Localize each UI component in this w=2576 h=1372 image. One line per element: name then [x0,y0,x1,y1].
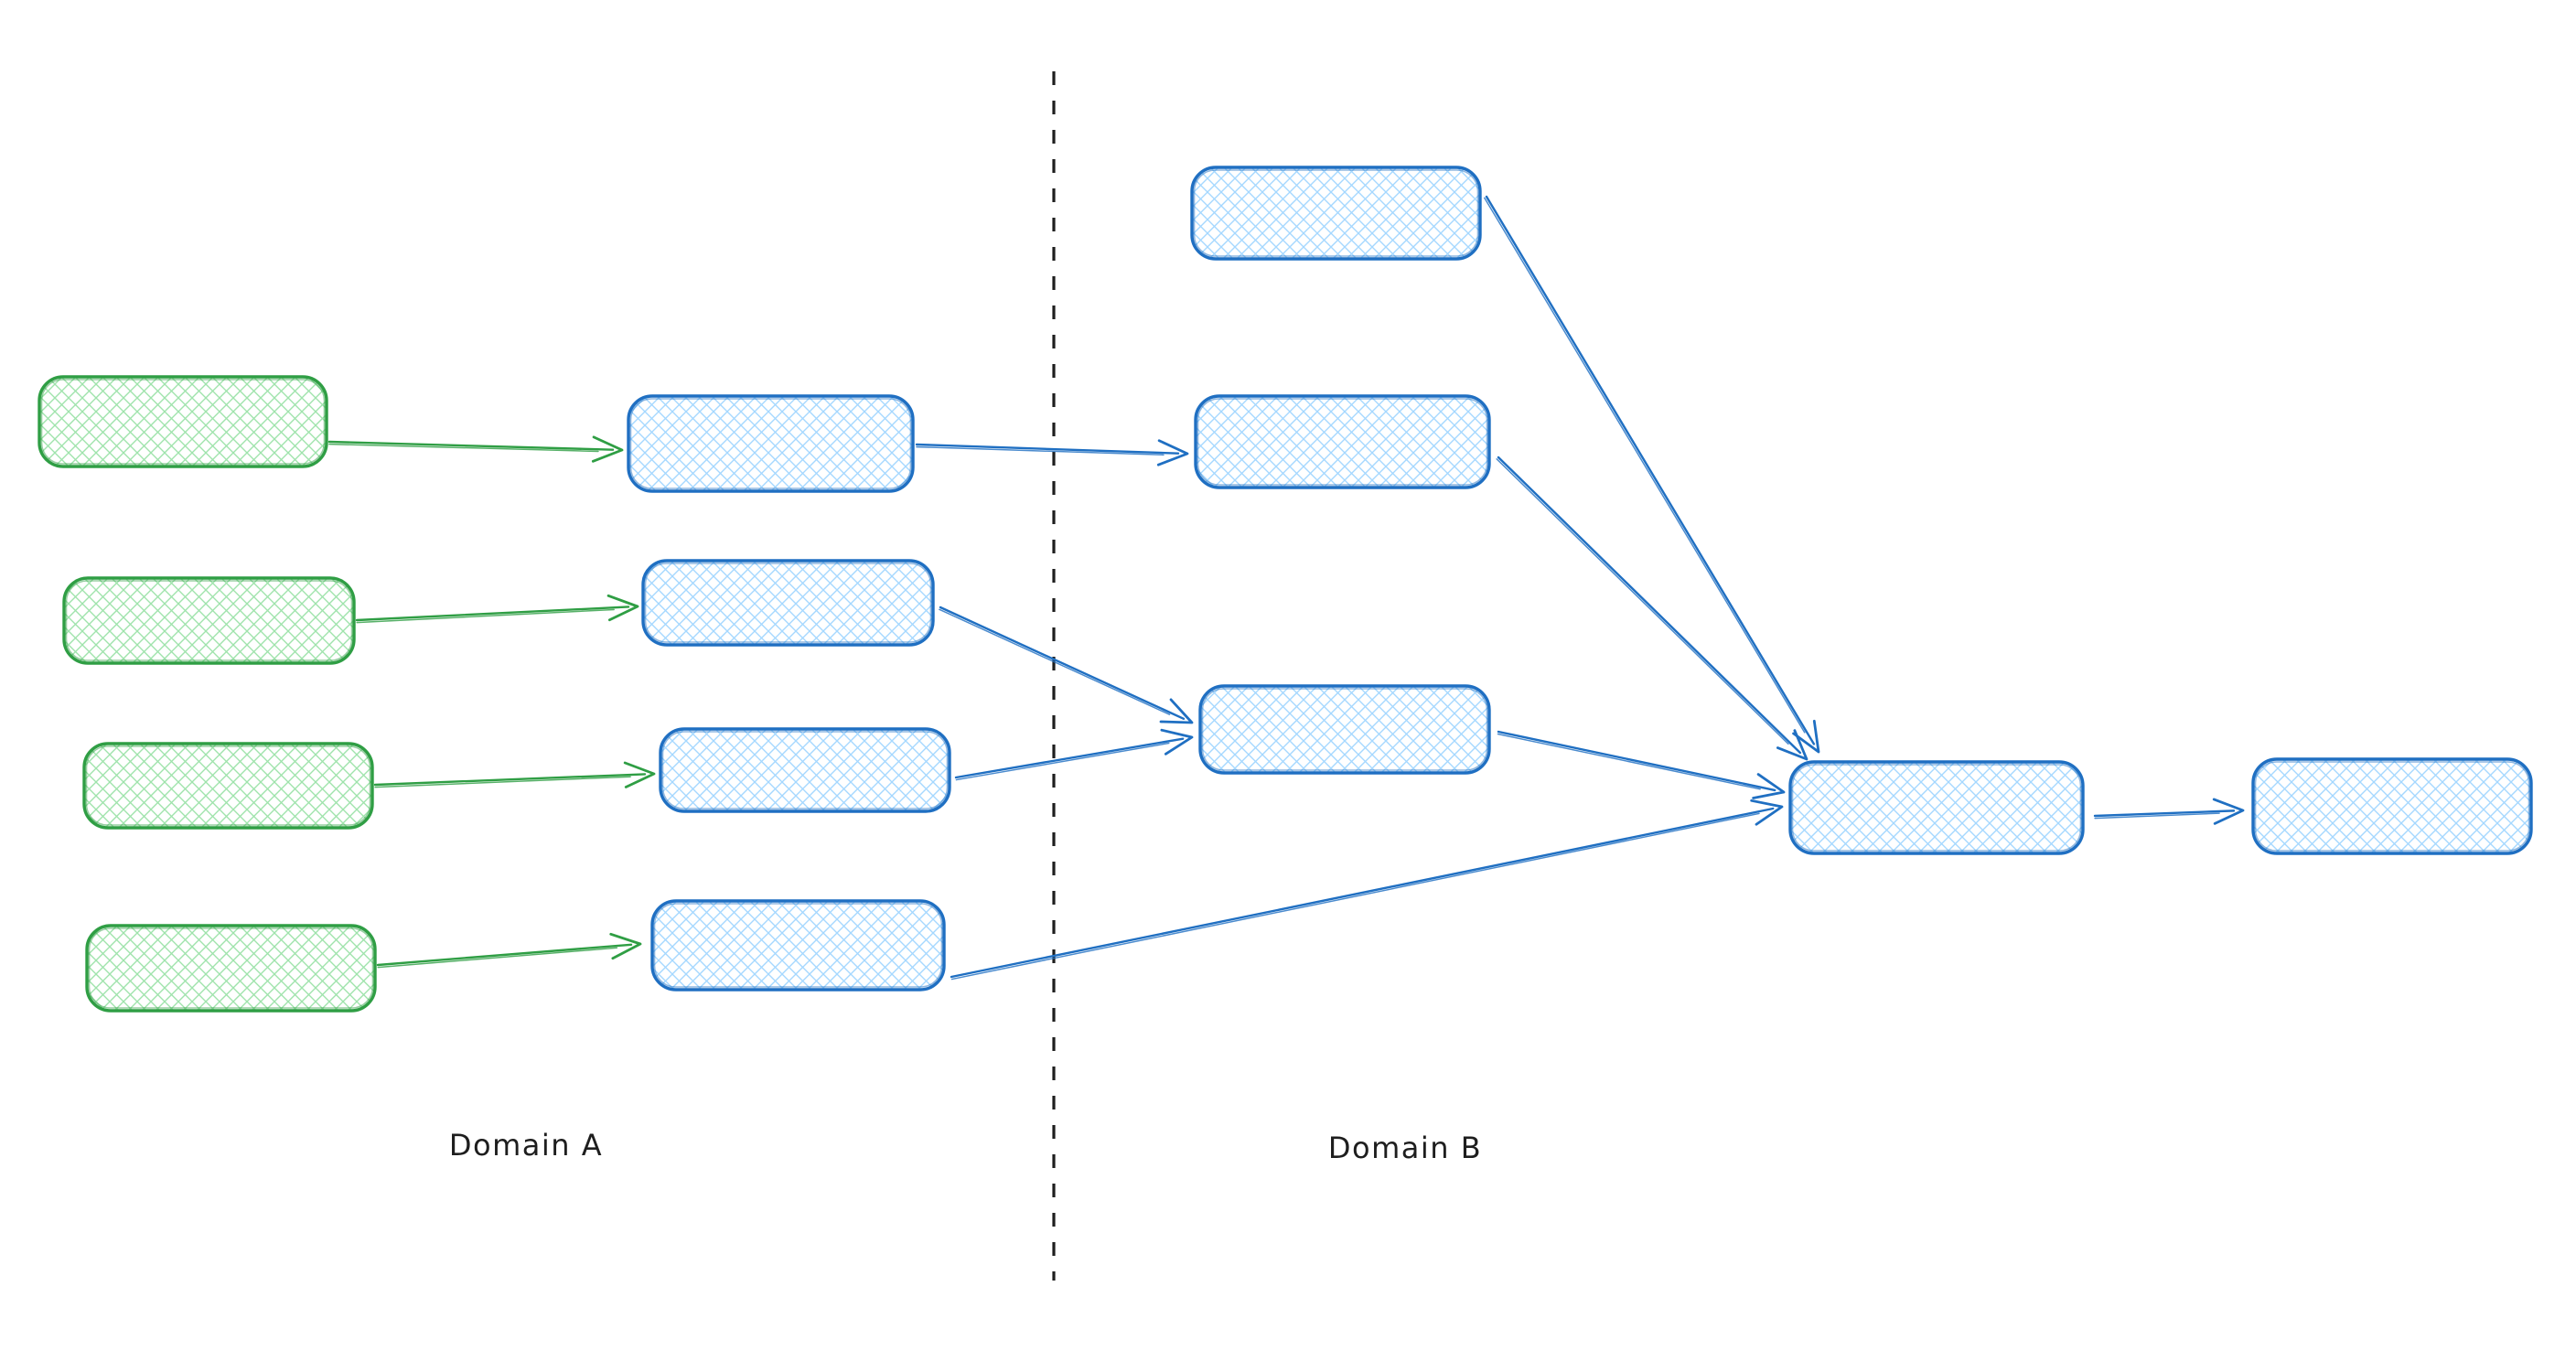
edge-a-stage-1-to-b-node-2[interactable] [915,439,1189,466]
edge-a-stage-4-to-b-merge[interactable] [950,799,1784,981]
node-a-stage-4[interactable] [650,899,946,991]
edge-a-stage-2-to-b-node-3[interactable] [939,606,1194,724]
node-b-node-2[interactable] [1194,394,1491,489]
node-b-output[interactable] [2251,757,2533,855]
domain-a-label[interactable]: Domain A [449,1128,603,1163]
node-a-stage-3[interactable] [659,727,951,813]
node-a-source-2[interactable] [62,576,356,665]
node-b-node-1[interactable] [1190,166,1482,261]
edge-b-node-2-to-b-merge[interactable] [1496,456,1809,761]
edge-a-source-1-to-a-stage-1[interactable] [327,435,624,463]
node-a-source-1[interactable] [38,375,328,468]
node-b-merge[interactable] [1788,760,2085,855]
edge-b-merge-to-b-output[interactable] [2093,798,2245,825]
edge-a-source-4-to-a-stage-4[interactable] [376,932,642,969]
node-a-source-4[interactable] [85,924,377,1013]
edge-a-source-3-to-a-stage-3[interactable] [373,761,656,788]
edge-a-stage-3-to-b-node-3[interactable] [954,728,1194,781]
edge-a-source-2-to-a-stage-2[interactable] [355,594,639,624]
edge-b-node-3-to-b-merge[interactable] [1497,730,1786,799]
node-a-source-3[interactable] [82,742,374,830]
domain-b-label[interactable]: Domain B [1328,1131,1482,1165]
edge-b-node-1-to-b-merge[interactable] [1484,195,1820,754]
node-a-stage-1[interactable] [627,394,915,493]
node-a-stage-2[interactable] [641,559,935,647]
node-b-node-3[interactable] [1198,684,1491,775]
